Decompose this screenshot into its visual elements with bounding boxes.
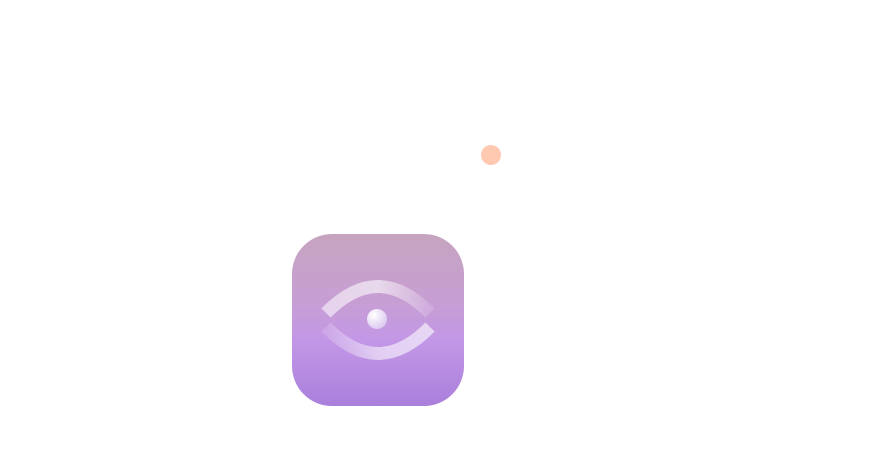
notification-dot bbox=[481, 145, 501, 165]
eye-icon bbox=[321, 280, 435, 360]
app-icon[interactable] bbox=[292, 234, 464, 406]
